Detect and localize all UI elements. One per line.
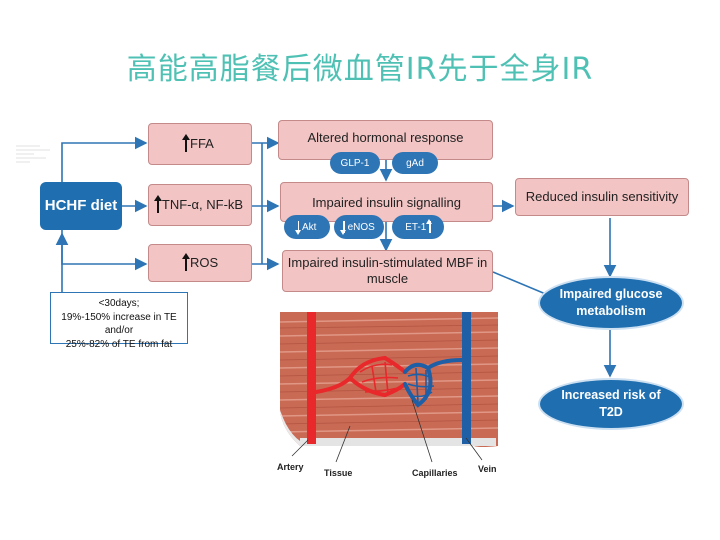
venule-branches: [403, 358, 464, 408]
page-title: 高能高脂餐后微血管IR先于全身IR: [126, 52, 594, 87]
vein-label: Vein: [478, 464, 497, 474]
ffa-label: FFA: [190, 135, 214, 151]
et1-pill: ET-1: [392, 215, 444, 239]
hormonal-response-label: Altered hormonal response: [307, 130, 464, 145]
increase-arrow-icon: [182, 134, 190, 152]
glp1-label: GLP-1: [340, 157, 370, 169]
vein-vessel: [462, 312, 471, 444]
t2d-risk-oval: Increased risk of T2D: [538, 378, 684, 430]
hormonal-response-box: Altered hormonal response: [278, 120, 493, 160]
akt-label: Akt: [302, 221, 317, 233]
gad-pill: gAd: [392, 152, 438, 174]
glucose-metabolism-label: Impaired glucose metabolism: [559, 287, 663, 318]
increase-arrow-icon: [153, 195, 162, 213]
note-line-3: 25%-82% of TE from fat: [65, 338, 173, 350]
note-line-1: <30days;: [98, 298, 140, 309]
label-pointers: [291, 399, 483, 463]
gad-label: gAd: [406, 157, 424, 169]
tissue-layer: [280, 410, 310, 446]
t2d-risk-label: Increased risk of T2D: [561, 388, 661, 419]
increase-arrow-icon: [182, 253, 190, 271]
artery-label: Artery: [277, 462, 304, 472]
glp1-pill: GLP-1: [330, 152, 380, 174]
enos-pill: eNOS: [334, 215, 384, 239]
et1-label: ET-1: [405, 221, 427, 233]
decrease-arrow-icon: [340, 221, 346, 235]
artery-vessel: [307, 312, 316, 444]
arteriole-branches: [314, 356, 407, 397]
tissue-layer: [300, 438, 496, 446]
insulin-sensitivity-box: Reduced insulin sensitivity: [515, 178, 689, 216]
increase-arrow-icon: [427, 219, 432, 233]
tnf-label: TNF-α, NF-kB: [161, 196, 244, 212]
capillaries-label: Capillaries: [412, 468, 458, 478]
insulin-signalling-label: Impaired insulin signalling: [312, 195, 461, 210]
muscle-tissue: [280, 312, 498, 447]
ros-box: ROS: [148, 244, 252, 282]
mbf-label: Impaired insulin-stimulated MBF in muscl…: [287, 254, 488, 286]
capillary-net-arterial: [359, 361, 399, 395]
akt-pill: Akt: [284, 215, 330, 239]
capillary-net-venous: [407, 367, 435, 403]
tissue-label: Tissue: [324, 468, 353, 478]
arrow-diet-ffa: [61, 136, 148, 182]
ros-label: ROS: [190, 254, 219, 270]
glucose-metabolism-oval: Impaired glucose metabolism: [538, 276, 684, 330]
decrease-arrow-icon: [295, 221, 300, 235]
hchf-diet-box: HCHF diet: [40, 182, 122, 230]
mbf-box: Impaired insulin-stimulated MBF in muscl…: [282, 250, 493, 292]
insulin-sensitivity-label: Reduced insulin sensitivity: [525, 188, 679, 204]
note-line-2: 19%-150% increase in TE and/or: [61, 311, 177, 337]
ffa-box: FFA: [148, 123, 252, 165]
diet-criteria-note: <30days; 19%-150% increase in TE and/or …: [50, 292, 188, 350]
enos-label: eNOS: [347, 221, 375, 233]
hchf-diet-label: HCHF diet: [44, 196, 118, 214]
tnf-box: TNF-α, NF-kB: [148, 184, 252, 226]
